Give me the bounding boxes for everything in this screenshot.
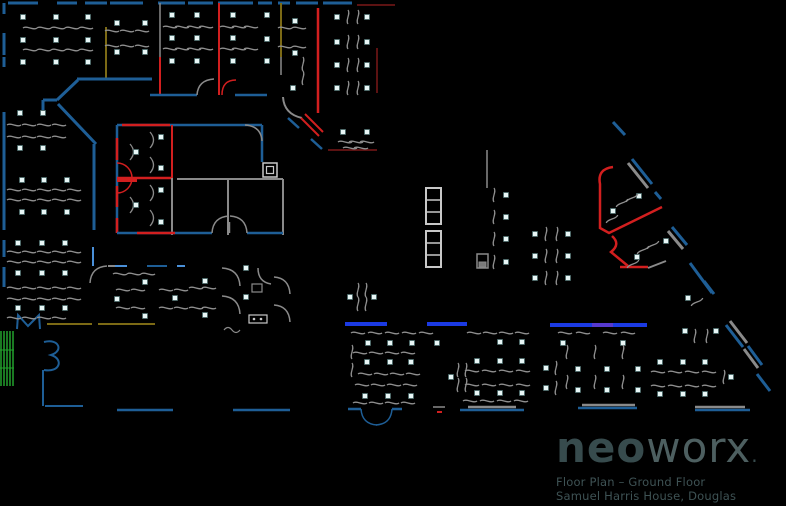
brand-worx: worx (646, 423, 752, 472)
brand-neo: neo (556, 423, 647, 472)
brand-dot: . (751, 443, 759, 467)
chairs-layer (6, 9, 726, 405)
plan-subtitle: Samuel Harris House, Douglas (556, 489, 737, 503)
plan-title: Floor Plan – Ground Floor (556, 475, 706, 489)
furniture-layer (248, 162, 489, 324)
desk-markers-layer (15, 12, 734, 399)
neoworx-logo: neoworx. Floor Plan – Ground Floor Samue… (556, 427, 780, 504)
doors-and-arcs-layer (16, 78, 663, 426)
brand-wordmark: neoworx. (556, 427, 780, 475)
walls-layer (0, 1, 772, 413)
